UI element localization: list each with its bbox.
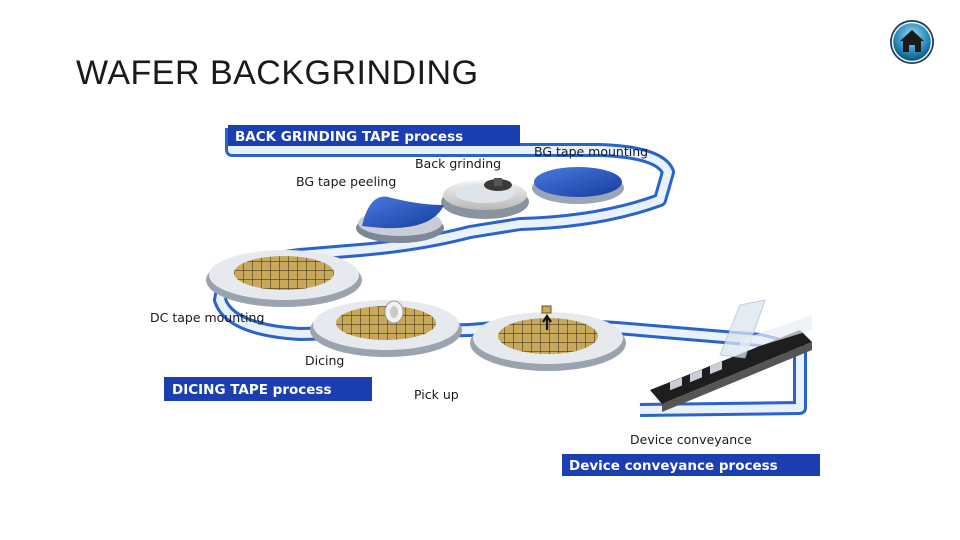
- bg-tape-mounting-wafer: [532, 167, 624, 204]
- dc-tape-mounting-wafer: [206, 250, 362, 307]
- slide-title: WAFER BACKGRINDING: [76, 54, 479, 92]
- home-button[interactable]: [889, 19, 935, 65]
- carrier-tape: [650, 299, 812, 412]
- step-device-conveyance: Device conveyance: [630, 432, 752, 447]
- back-grinding-wafer: [441, 178, 529, 219]
- step-dc-tape-mounting: DC tape mounting: [150, 310, 264, 325]
- device-conveyance-header: [562, 454, 820, 476]
- step-pick-up: Pick up: [414, 387, 459, 402]
- bg-tape-peeling-wafer: [356, 196, 444, 243]
- back-grinding-header-label: BACK GRINDING TAPE process: [235, 129, 463, 145]
- device-conveyance-header-label: Device conveyance process: [569, 458, 778, 474]
- pick-up-wafer: [470, 305, 626, 371]
- back-grinding-header: [228, 125, 520, 146]
- dicing-header-label: DICING TAPE process: [172, 382, 332, 398]
- home-icon: [900, 30, 924, 52]
- step-back-grinding: Back grinding: [415, 156, 501, 171]
- step-bg-tape-peeling: BG tape peeling: [296, 174, 396, 189]
- dicing-wafer: [310, 300, 462, 357]
- dicing-header: [164, 377, 372, 401]
- step-bg-tape-mounting: BG tape mounting: [534, 144, 648, 159]
- step-dicing: Dicing: [305, 353, 344, 368]
